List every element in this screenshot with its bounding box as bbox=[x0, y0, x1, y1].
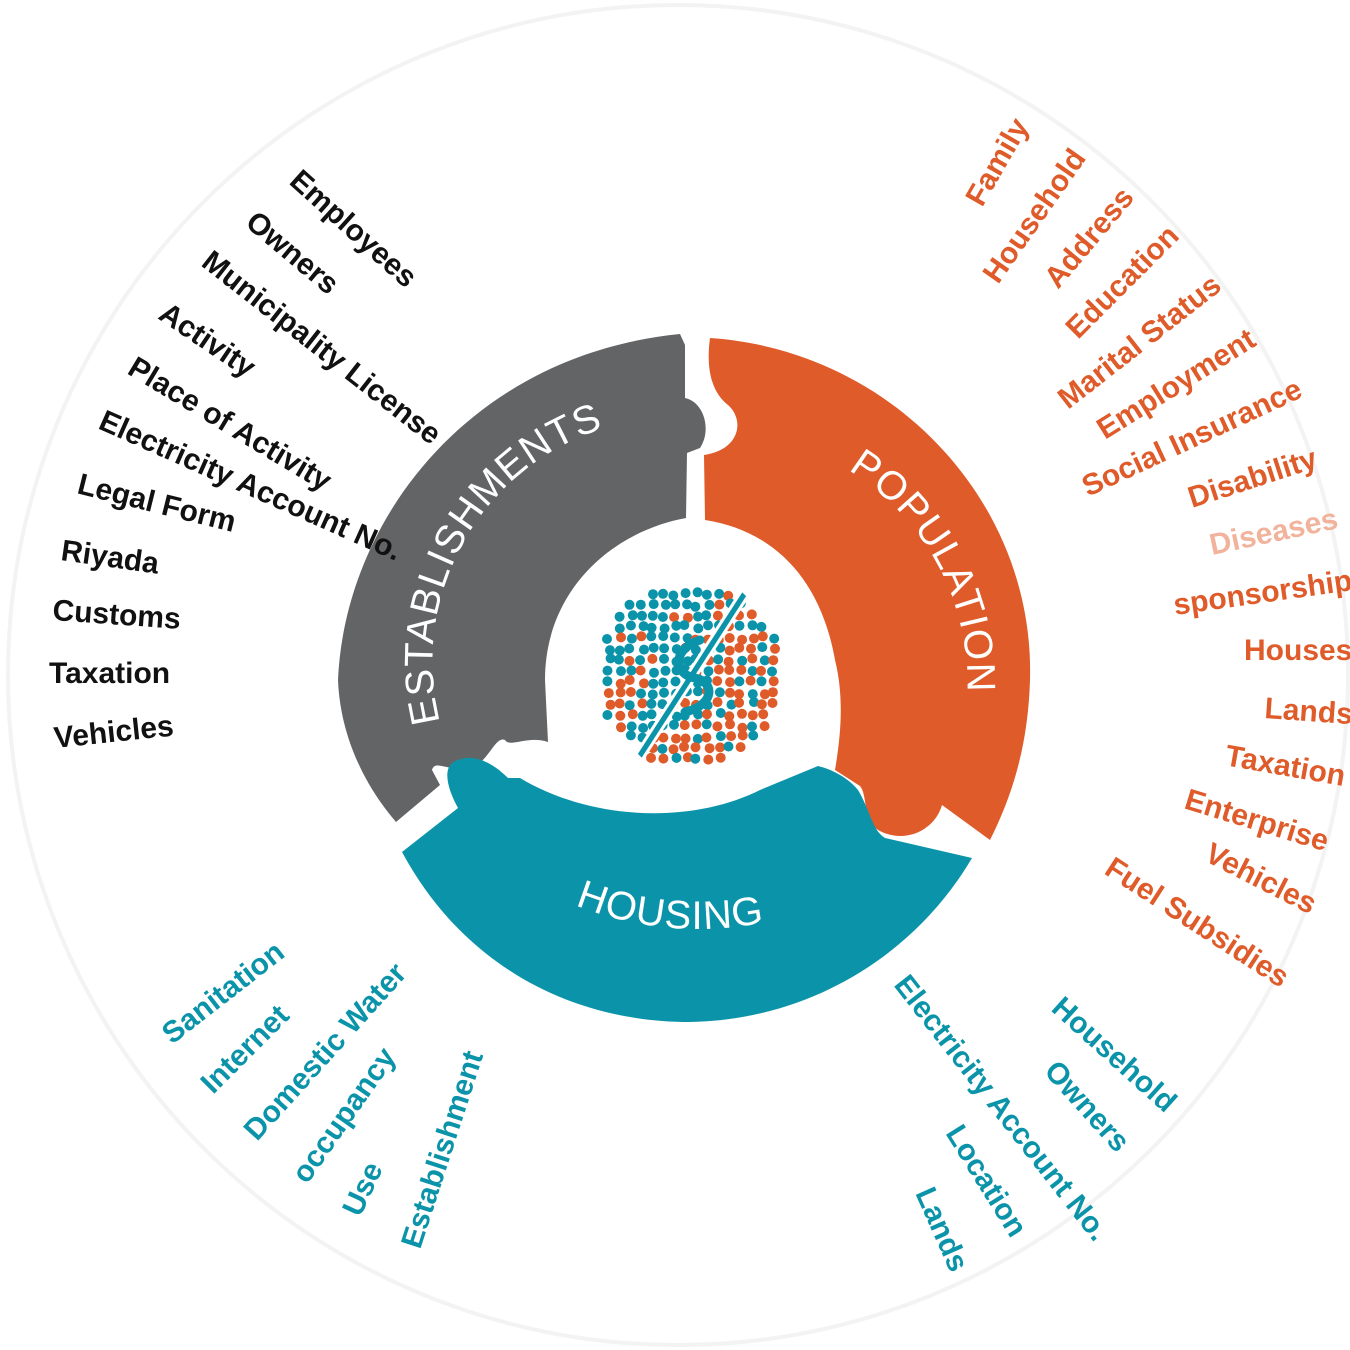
population-item: Taxation bbox=[1223, 739, 1348, 793]
population-item: Diseases bbox=[1207, 503, 1341, 562]
housing-item: Lands bbox=[909, 1182, 975, 1276]
establishments-item: Taxation bbox=[49, 657, 170, 690]
population-segment bbox=[704, 338, 1031, 840]
housing-items-right: Household Owners Electricity Account No.… bbox=[887, 969, 1182, 1277]
establishments-item: Riyada bbox=[59, 534, 161, 580]
establishments-segment bbox=[338, 334, 706, 822]
outer-ring bbox=[6, 3, 1350, 1347]
population-item: Houses bbox=[1244, 634, 1350, 667]
housing-segment bbox=[402, 757, 972, 1022]
population-item: Enterprise bbox=[1181, 783, 1333, 858]
population-items: Family Household Address Education Marit… bbox=[959, 112, 1350, 994]
housing-items-left: Sanitation Internet Domestic Water occup… bbox=[156, 935, 490, 1252]
population-item: sponsorship bbox=[1171, 564, 1350, 622]
housing-item: Establishment bbox=[395, 1047, 490, 1252]
dotted-globe-logo-icon bbox=[602, 587, 780, 765]
population-item: Disability bbox=[1184, 442, 1321, 515]
housing-item: Use bbox=[336, 1157, 389, 1221]
population-item: Lands bbox=[1264, 692, 1350, 731]
establishments-item: Customs bbox=[52, 594, 182, 636]
population-item: Family bbox=[959, 112, 1035, 211]
establishments-item: Vehicles bbox=[52, 710, 175, 755]
